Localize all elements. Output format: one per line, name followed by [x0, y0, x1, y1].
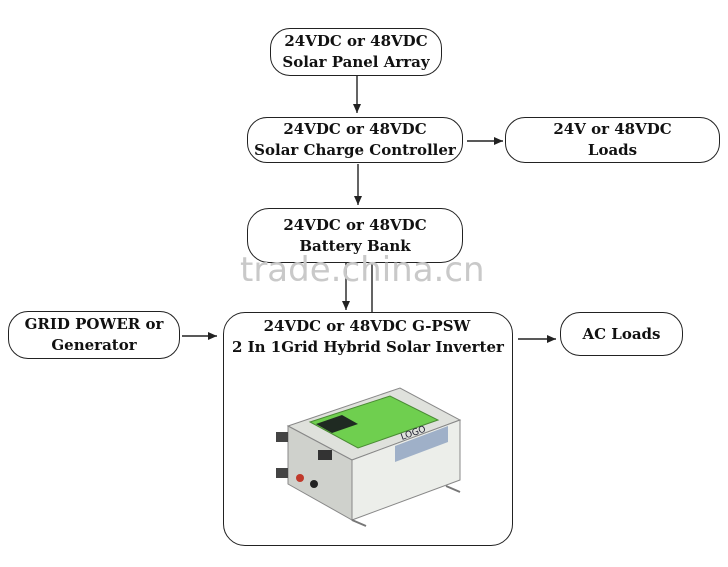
node-panel-line2: Solar Panel Array	[282, 53, 430, 71]
node-panel-line1: 24VDC or 48VDC	[284, 32, 428, 50]
node-dc-loads: 24V or 48VDC Loads	[505, 117, 720, 163]
node-acloads-line1: AC Loads	[582, 324, 661, 343]
node-battery-line1: 24VDC or 48VDC	[283, 215, 427, 234]
device-switch	[318, 450, 332, 460]
device-handle-top	[276, 432, 288, 442]
device-foot-right	[445, 485, 461, 493]
node-inverter-line1: 24VDC or 48VDC G-PSW	[263, 317, 471, 335]
node-battery-bank: 24VDC or 48VDC Battery Bank	[247, 208, 463, 263]
node-battery-line2: Battery Bank	[299, 236, 411, 255]
node-loads-line2: Loads	[587, 141, 638, 159]
node-grid-line1: GRID POWER or	[24, 315, 164, 333]
node-inverter-line2: 2 In 1Grid Hybrid Solar Inverter	[232, 338, 504, 356]
node-loads-line1: 24V or 48VDC	[553, 120, 672, 138]
device-handle-bottom	[276, 468, 288, 478]
device-display-panel	[308, 395, 440, 449]
inverter-device-image: LOGO	[276, 387, 462, 527]
node-solar-panel-array: 24VDC or 48VDC Solar Panel Array	[270, 28, 442, 76]
node-solar-charge-controller: 24VDC or 48VDC Solar Charge Controller	[247, 117, 463, 163]
watermark: trade.china.cn	[240, 250, 485, 290]
node-grid-power: GRID POWER or Generator	[8, 311, 180, 359]
node-controller-line2: Solar Charge Controller	[254, 141, 456, 159]
device-terminal-black	[310, 480, 318, 488]
node-ac-loads: AC Loads	[560, 312, 683, 356]
device-label-strip	[395, 426, 448, 462]
device-foot-left	[351, 519, 367, 527]
node-controller-line1: 24VDC or 48VDC	[283, 120, 427, 138]
device-terminal-red	[296, 474, 304, 482]
inverter-title: 24VDC or 48VDC G-PSW 2 In 1Grid Hybrid S…	[232, 316, 504, 358]
node-grid-line2: Generator	[51, 336, 137, 354]
device-lcd	[316, 415, 358, 433]
